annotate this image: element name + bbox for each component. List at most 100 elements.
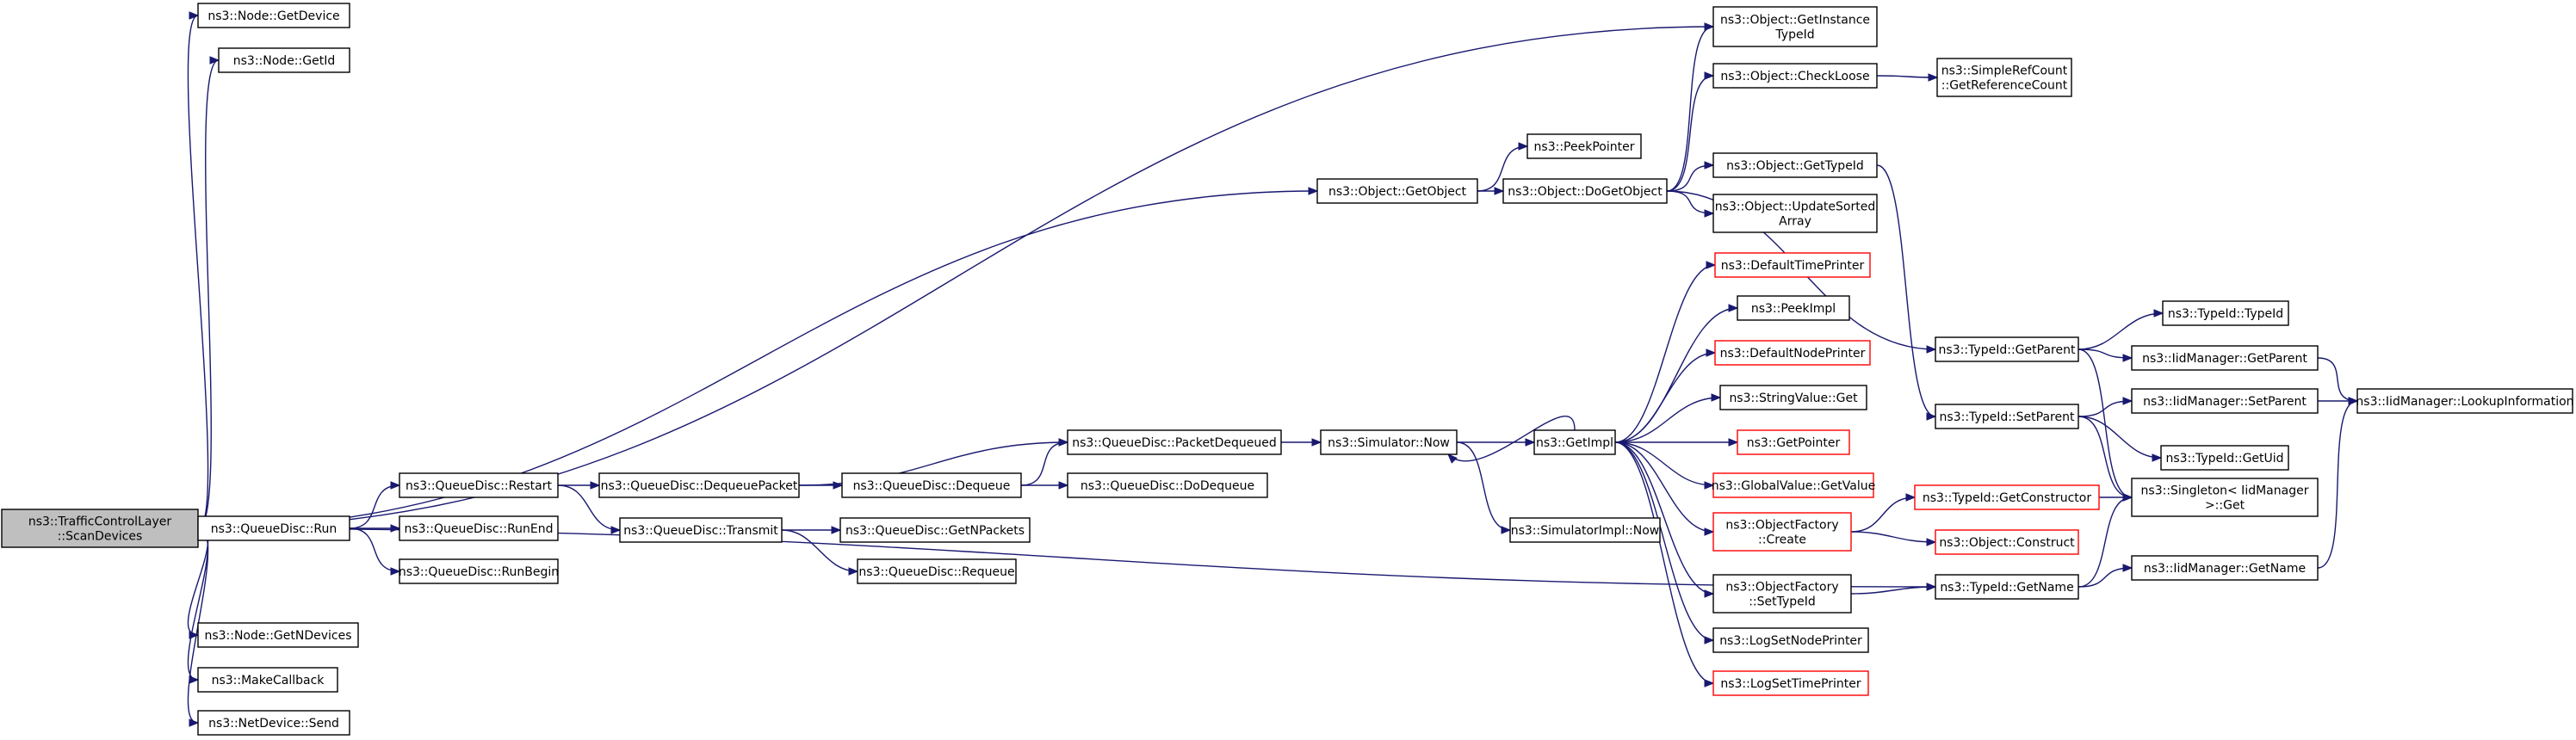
function-node-typeidsetparent[interactable]: ns3::TypeId::SetParent [1935, 404, 2079, 429]
function-node-simimplnow[interactable]: ns3::SimulatorImpl::Now [1509, 517, 1661, 543]
arrowhead-icon [1308, 187, 1319, 195]
function-node-typeidgetname[interactable]: ns3::TypeId::GetName [1935, 574, 2079, 600]
node-label: ns3::Object::GetTypeId [1726, 159, 1864, 173]
node-label: ns3::QueueDisc::DoDequeue [1081, 479, 1254, 493]
function-node-makecallback[interactable]: ns3::MakeCallback [197, 667, 338, 693]
call-edge-scan-to-getid [197, 59, 220, 529]
function-node-restart[interactable]: ns3::QueueDisc::Restart [399, 472, 559, 498]
function-node-iidsetparent[interactable]: ns3::IidManager::SetParent [2131, 388, 2319, 414]
node-label: ns3::Node::GetId [233, 54, 335, 68]
function-node-typeidgetparent[interactable]: ns3::TypeId::GetParent [1935, 336, 2079, 362]
function-node-iidlookup[interactable]: ns3::IidManager::LookupInformation [2356, 388, 2574, 414]
function-node-packetdequeued[interactable]: ns3::QueueDisc::PacketDequeued [1067, 429, 1282, 455]
call-edge-getimpl-to-peekimpl [1614, 307, 1738, 443]
arrowhead-icon [1311, 438, 1322, 447]
node-label: ns3::Object::CheckLoose [1720, 70, 1869, 83]
function-node-runbegin[interactable]: ns3::QueueDisc::RunBegin [399, 558, 559, 584]
call-edge-getimpl-to-globalvaluegetvalue [1614, 441, 1714, 486]
node-label: ns3::QueueDisc::DequeuePacket [601, 479, 798, 493]
function-node-scan[interactable]: ns3::TrafficControlLayer::ScanDevices [1, 509, 199, 548]
arrowhead-icon [831, 526, 842, 534]
node-label: ns3::ObjectFactory [1725, 519, 1838, 533]
call-edge-dogetobject-to-getinstancetypeid [1666, 26, 1714, 192]
function-node-dequeuepacket[interactable]: ns3::QueueDisc::DequeuePacket [598, 472, 800, 498]
function-node-logsettimeprinter[interactable]: ns3::LogSetTimePrinter [1712, 670, 1869, 696]
function-node-typeidtypeid[interactable]: ns3::TypeId::TypeId [2162, 300, 2289, 326]
function-node-getreferencecount[interactable]: ns3::SimpleRefCount::GetReferenceCount [1936, 58, 2072, 97]
function-node-transmit[interactable]: ns3::QueueDisc::Transmit [619, 517, 783, 543]
node-box [1509, 517, 1661, 543]
call-edge-objectfactorysettypeid-to-typeidgetname [1850, 586, 1936, 595]
node-box [197, 622, 359, 648]
function-node-typeidgetconstructor[interactable]: ns3::TypeId::GetConstructor [1914, 484, 2100, 510]
function-node-peekpointer[interactable]: ns3::PeekPointer [1526, 133, 1642, 159]
function-node-getpointer[interactable]: ns3::GetPointer [1737, 429, 1850, 455]
node-label: ns3::TypeId::GetConstructor [1923, 491, 2091, 505]
node-label: ns3::ObjectFactory [1725, 581, 1838, 595]
arrowhead-icon [2122, 493, 2133, 502]
arrowhead-icon [1704, 589, 1715, 598]
node-box [857, 558, 1017, 584]
function-node-requeue[interactable]: ns3::QueueDisc::Requeue [857, 558, 1017, 584]
function-node-defaultnodeprinter[interactable]: ns3::DefaultNodePrinter [1714, 340, 1871, 366]
function-node-dodequeue[interactable]: ns3::QueueDisc::DoDequeue [1067, 472, 1268, 498]
arrowhead-icon [1704, 209, 1715, 218]
arrowhead-icon [209, 56, 220, 65]
function-node-singletonget[interactable]: ns3::Singleton< IidManager >::Get [2131, 478, 2319, 517]
call-edge-getimpl-to-simnow [1447, 416, 1576, 462]
node-label: ns3::GetImpl [1536, 436, 1613, 450]
node-label: ns3::QueueDisc::RunEnd [404, 522, 553, 536]
node-box [2162, 300, 2289, 326]
call-edge-scan-to-getinstancetypeid [197, 26, 1714, 529]
node-box [1, 509, 199, 548]
arrowhead-icon [189, 718, 200, 727]
function-node-getdevice[interactable]: ns3::Node::GetDevice [197, 3, 350, 28]
node-box [1712, 574, 1852, 614]
function-node-dequeue[interactable]: ns3::QueueDisc::Dequeue [841, 472, 1022, 498]
arrowhead-icon [1704, 527, 1715, 536]
function-node-run[interactable]: ns3::QueueDisc::Run [197, 515, 350, 541]
call-edge-transmit-to-requeue [781, 529, 858, 572]
function-node-getnpackets[interactable]: ns3::QueueDisc::GetNPackets [839, 517, 1031, 543]
function-node-checkloose[interactable]: ns3::Object::CheckLoose [1712, 63, 1878, 89]
node-label: ns3::PeekImpl [1751, 302, 1836, 316]
function-node-objectfactorycreate[interactable]: ns3::ObjectFactory::Create [1712, 512, 1852, 552]
function-node-send[interactable]: ns3::NetDevice::Send [197, 710, 350, 736]
node-label: ns3::TypeId::GetName [1940, 581, 2073, 595]
function-node-globalvaluegetvalue[interactable]: ns3::GlobalValue::GetValue [1712, 472, 1875, 498]
function-node-logsetnodeprinter[interactable]: ns3::LogSetNodePrinter [1712, 627, 1869, 653]
node-box [1502, 178, 1668, 204]
arrowhead-icon [1706, 348, 1717, 357]
call-edge-dogetobject-to-gettypeid [1666, 164, 1714, 192]
call-edge-getimpl-to-logsetnodeprinter [1614, 441, 1714, 641]
call-edge-typeidsetparent-to-singletonget [2078, 416, 2133, 498]
node-label: ns3::QueueDisc::RunBegin [399, 565, 559, 579]
function-node-peekimpl[interactable]: ns3::PeekImpl [1737, 295, 1850, 321]
function-node-getid[interactable]: ns3::Node::GetId [218, 47, 350, 73]
node-box [218, 47, 350, 73]
function-node-typeidgetuid[interactable]: ns3::TypeId::GetUid [2160, 445, 2289, 471]
node-box [2131, 555, 2319, 581]
arrowhead-icon [189, 11, 200, 20]
node-box [1714, 340, 1871, 366]
function-node-dogetobject[interactable]: ns3::Object::DoGetObject [1502, 178, 1668, 204]
node-label: ::SetTypeId [1749, 595, 1816, 609]
function-node-objectconstruct[interactable]: ns3::Object::Construct [1935, 529, 2079, 555]
function-node-iidgetparent[interactable]: ns3::IidManager::GetParent [2131, 345, 2319, 371]
node-box [841, 472, 1022, 498]
node-label: ns3::QueueDisc::PacketDequeued [1072, 436, 1277, 450]
function-node-objectfactorysettypeid[interactable]: ns3::ObjectFactory::SetTypeId [1712, 574, 1852, 614]
function-node-gettypeid[interactable]: ns3::Object::GetTypeId [1712, 152, 1878, 178]
function-node-getimpl[interactable]: ns3::GetImpl [1533, 429, 1616, 455]
function-node-defaulttimeprinter[interactable]: ns3::DefaultTimePrinter [1714, 252, 1871, 278]
function-node-iidgetname[interactable]: ns3::IidManager::GetName [2131, 555, 2319, 581]
function-node-getndevices[interactable]: ns3::Node::GetNDevices [197, 622, 359, 648]
function-node-runend[interactable]: ns3::QueueDisc::RunEnd [399, 515, 559, 541]
function-node-stringvalueget[interactable]: ns3::StringValue::Get [1719, 385, 1867, 410]
function-node-simnow[interactable]: ns3::Simulator::Now [1320, 429, 1458, 455]
node-label: ns3::QueueDisc::Restart [406, 479, 552, 493]
function-node-getobject[interactable]: ns3::Object::GetObject [1316, 178, 1478, 204]
arrowhead-icon [1704, 161, 1715, 170]
